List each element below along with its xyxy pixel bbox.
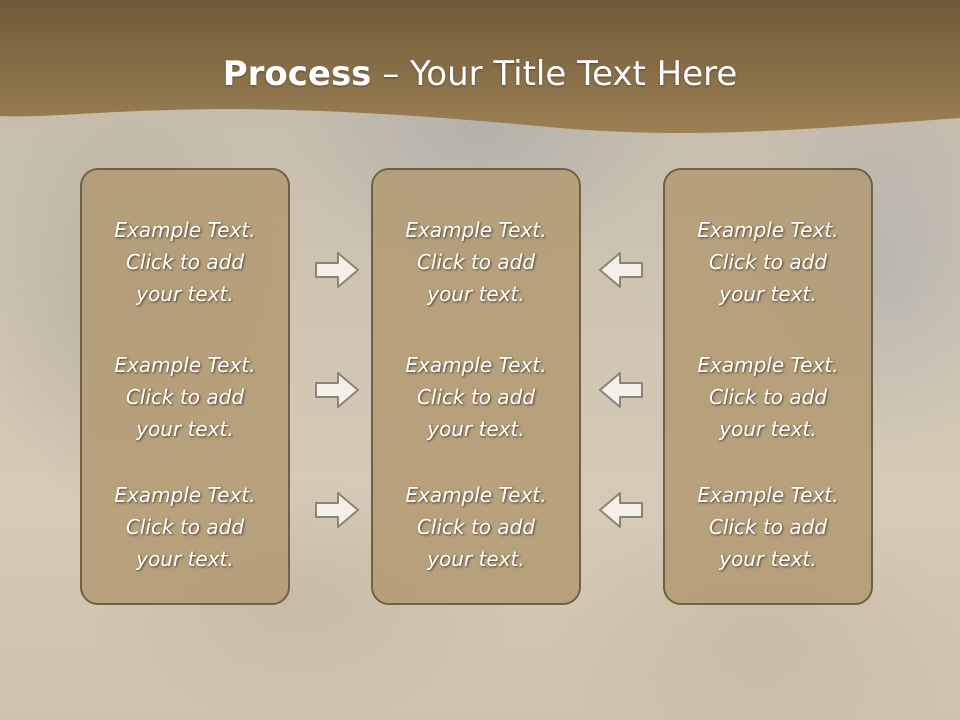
text-line: Click to add xyxy=(416,515,536,539)
text-line: your text. xyxy=(719,547,817,571)
text-line: Example Text. xyxy=(697,483,839,507)
panel-text-placeholder[interactable]: Example Text. Click to add your text. xyxy=(82,349,288,445)
process-panel-right: Example Text. Click to add your text. Ex… xyxy=(663,168,873,605)
text-line: Click to add xyxy=(708,515,828,539)
text-line: Example Text. xyxy=(405,353,547,377)
process-panel-middle: Example Text. Click to add your text. Ex… xyxy=(371,168,581,605)
text-line: your text. xyxy=(136,547,234,571)
text-line: Example Text. xyxy=(114,353,256,377)
panel-text-placeholder[interactable]: Example Text. Click to add your text. xyxy=(82,214,288,310)
text-line: Example Text. xyxy=(114,218,256,242)
text-line: your text. xyxy=(427,282,525,306)
text-line: Example Text. xyxy=(114,483,256,507)
arrow-left-icon xyxy=(599,372,643,408)
text-line: your text. xyxy=(719,417,817,441)
text-line: Click to add xyxy=(416,385,536,409)
panel-text-placeholder[interactable]: Example Text. Click to add your text. xyxy=(665,214,871,310)
panel-text-placeholder[interactable]: Example Text. Click to add your text. xyxy=(373,214,579,310)
title-banner xyxy=(0,0,960,134)
panel-text-placeholder[interactable]: Example Text. Click to add your text. xyxy=(82,479,288,575)
text-line: your text. xyxy=(427,417,525,441)
panel-text-placeholder[interactable]: Example Text. Click to add your text. xyxy=(665,479,871,575)
slide-title[interactable]: Process – Your Title Text Here xyxy=(0,52,960,96)
text-line: Click to add xyxy=(125,515,245,539)
process-panel-left: Example Text. Click to add your text. Ex… xyxy=(80,168,290,605)
slide-title-bold: Process xyxy=(222,54,372,94)
arrow-right-icon xyxy=(315,372,359,408)
text-line: Click to add xyxy=(125,385,245,409)
slide-title-rest: – Your Title Text Here xyxy=(371,54,738,94)
text-line: Example Text. xyxy=(697,353,839,377)
text-line: Example Text. xyxy=(697,218,839,242)
arrow-right-icon xyxy=(315,252,359,288)
text-line: Click to add xyxy=(416,250,536,274)
arrow-right-icon xyxy=(315,492,359,528)
panel-text-placeholder[interactable]: Example Text. Click to add your text. xyxy=(373,479,579,575)
arrow-left-icon xyxy=(599,492,643,528)
text-line: your text. xyxy=(136,417,234,441)
text-line: Click to add xyxy=(125,250,245,274)
text-line: Click to add xyxy=(708,250,828,274)
arrow-left-icon xyxy=(599,252,643,288)
text-line: your text. xyxy=(719,282,817,306)
text-line: your text. xyxy=(136,282,234,306)
text-line: your text. xyxy=(427,547,525,571)
panel-text-placeholder[interactable]: Example Text. Click to add your text. xyxy=(665,349,871,445)
text-line: Example Text. xyxy=(405,218,547,242)
text-line: Click to add xyxy=(708,385,828,409)
text-line: Example Text. xyxy=(405,483,547,507)
panel-text-placeholder[interactable]: Example Text. Click to add your text. xyxy=(373,349,579,445)
